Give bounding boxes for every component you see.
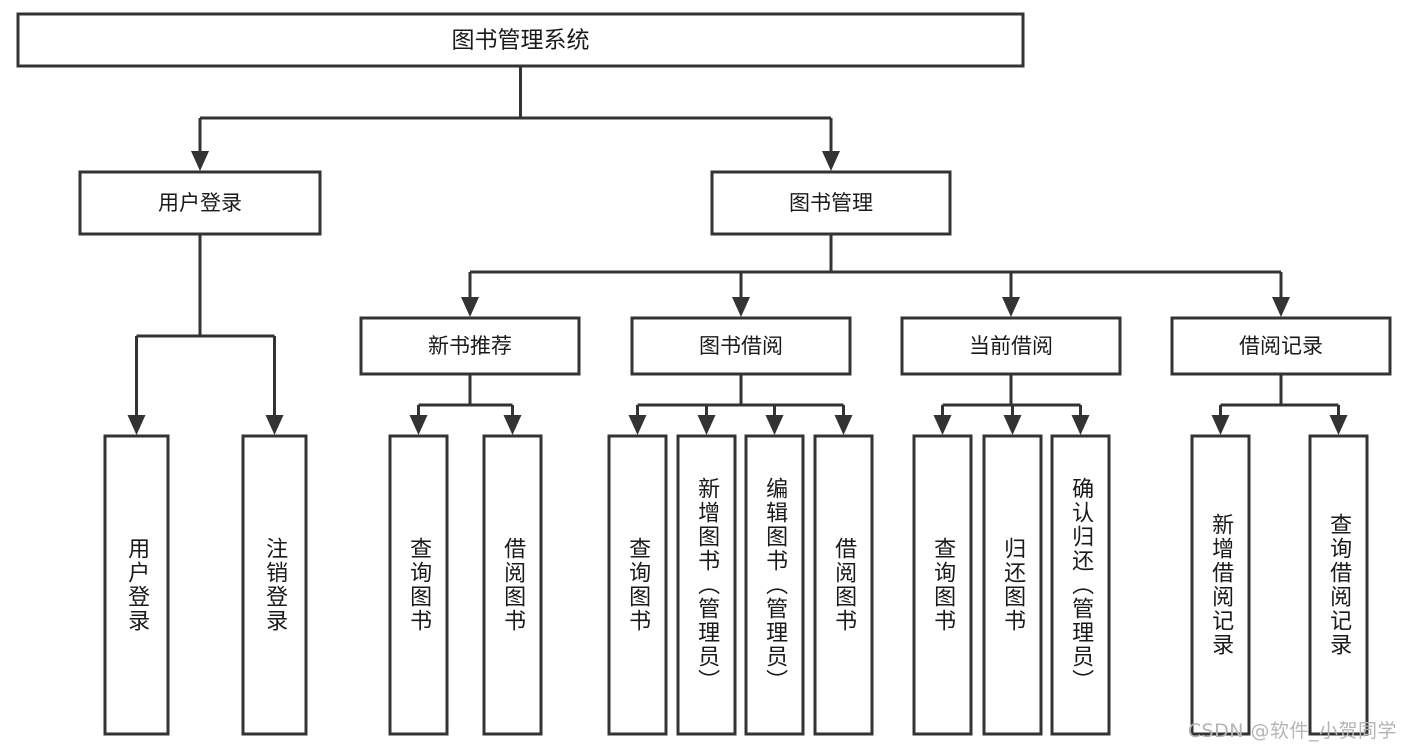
arrow-head [127, 415, 146, 435]
node-box[interactable] [676, 434, 737, 736]
arrow-head [1329, 415, 1348, 435]
node-box[interactable] [359, 316, 581, 376]
node-book-borrow[interactable]: 图书借阅 [630, 316, 852, 376]
node-box[interactable] [103, 434, 170, 736]
node-book-manage[interactable]: 图书管理 [710, 170, 952, 236]
node-leaf-query-book-3[interactable] [912, 434, 973, 736]
arrow-head [822, 151, 840, 171]
node-label: 新书推荐 [428, 334, 512, 358]
node-borrow-record[interactable]: 借阅记录 [1170, 316, 1392, 376]
arrow-head [933, 415, 952, 435]
node-box[interactable] [1190, 434, 1251, 736]
node-box[interactable] [630, 316, 852, 376]
node-leaf-borrow-book-1[interactable] [482, 434, 543, 736]
arrow-head [265, 415, 284, 435]
arrow-head [697, 415, 716, 435]
node-leaf-return-book[interactable] [982, 434, 1043, 736]
node-box[interactable] [241, 434, 308, 736]
node-box[interactable] [744, 434, 805, 736]
node-box[interactable] [607, 434, 668, 736]
node-box[interactable] [1170, 316, 1392, 376]
node-label: 图书管理 [789, 191, 873, 215]
node-root[interactable]: 图书管理系统 [16, 12, 1025, 68]
node-leaf-add-book[interactable] [676, 434, 737, 736]
watermark-text: CSDN @软件_小贺同学 [1187, 720, 1397, 742]
node-box[interactable] [813, 434, 874, 736]
arrow-head [765, 415, 784, 435]
node-box[interactable] [1308, 434, 1369, 736]
node-leaf-logout-login[interactable] [241, 434, 308, 736]
node-new-book-recommend[interactable]: 新书推荐 [359, 316, 581, 376]
node-box[interactable] [1050, 434, 1111, 736]
node-leaf-edit-book[interactable] [744, 434, 805, 736]
node-leaf-confirm-return[interactable] [1050, 434, 1111, 736]
arrow-head [503, 415, 522, 435]
arrow-head [834, 415, 853, 435]
arrow-head [1071, 415, 1090, 435]
arrow-head [1272, 297, 1290, 317]
node-label: 图书管理系统 [452, 28, 590, 54]
node-leaf-add-borrow-record[interactable] [1190, 434, 1251, 736]
arrow-head [732, 297, 750, 317]
node-box[interactable] [78, 170, 322, 236]
node-label: 用户登录 [158, 191, 242, 215]
edge-layer [127, 66, 1348, 435]
node-box[interactable] [900, 316, 1122, 376]
node-box[interactable] [982, 434, 1043, 736]
node-user-login[interactable]: 用户登录 [78, 170, 322, 236]
node-leaf-borrow-book-2[interactable] [813, 434, 874, 736]
node-box[interactable] [710, 170, 952, 236]
node-label: 图书借阅 [699, 334, 783, 358]
arrow-head [1003, 415, 1022, 435]
arrow-head [461, 297, 479, 317]
node-box[interactable] [388, 434, 449, 736]
arrow-head [628, 415, 647, 435]
arrow-head [191, 151, 209, 171]
node-box[interactable] [912, 434, 973, 736]
arrow-head [409, 415, 428, 435]
node-box[interactable] [16, 12, 1025, 68]
node-box[interactable] [482, 434, 543, 736]
node-current-borrow[interactable]: 当前借阅 [900, 316, 1122, 376]
arrow-head [1211, 415, 1230, 435]
node-label: 当前借阅 [969, 334, 1053, 358]
node-leaf-query-book-2[interactable] [607, 434, 668, 736]
node-leaf-user-login[interactable] [103, 434, 170, 736]
arrow-head [1002, 297, 1020, 317]
node-leaf-query-book-1[interactable] [388, 434, 449, 736]
node-label: 借阅记录 [1239, 334, 1323, 358]
node-leaf-query-borrow-record[interactable] [1308, 434, 1369, 736]
